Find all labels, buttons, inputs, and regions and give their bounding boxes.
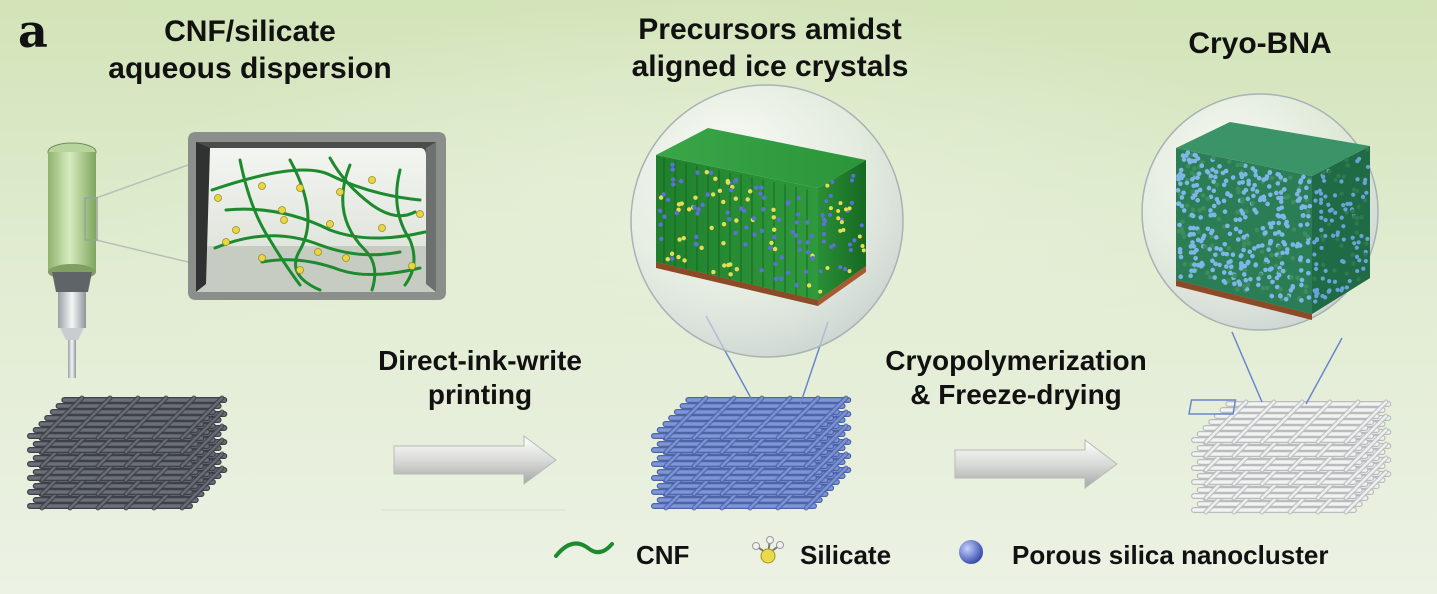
- blue-sphere-icon: [959, 540, 983, 564]
- step-arrow-cryo: [954, 439, 1118, 489]
- stage-title-product: Cryo-BNA: [1140, 26, 1380, 63]
- zoom-lines-bubble-2: [1188, 331, 1343, 415]
- stage-title-product-line1: Cryo-BNA: [1188, 27, 1332, 60]
- step-label-print-line2: printing: [427, 379, 533, 411]
- silicate-molecule-icon: [752, 536, 784, 564]
- cryo-bna-zoom-bubble: [1141, 93, 1379, 331]
- silicate-dots: [214, 176, 424, 274]
- stage-title-precursors-line2: aligned ice crystals: [631, 49, 909, 83]
- step-label-cryo: Cryopolymerization & Freeze-drying: [846, 344, 1186, 412]
- legend-silicate-label: Silicate: [800, 540, 892, 570]
- step-label-print-line1: Direct-ink-write: [378, 345, 582, 376]
- step-label-cryo-line2: & Freeze-drying: [910, 379, 1122, 411]
- precursor-zoom-bubble: [630, 84, 904, 358]
- green-fiber-icon: [554, 541, 614, 558]
- gray-printed-lattice: [27, 395, 228, 511]
- blue-printed-lattice: [651, 395, 852, 511]
- zoom-guide-lines: [84, 164, 189, 263]
- stage-title-dispersion: CNF/silicate aqueous dispersion: [60, 14, 440, 87]
- stage-title-precursors: Precursors amidst aligned ice crystals: [570, 12, 970, 85]
- step-label-print: Direct-ink-write printing: [340, 344, 620, 412]
- legend-silica-label: Porous silica nanocluster: [1012, 540, 1329, 570]
- legend-cnf-label: CNF: [636, 540, 690, 570]
- stage-title-dispersion-line2: aqueous dispersion: [108, 51, 392, 85]
- white-printed-lattice: [1191, 399, 1392, 515]
- stage-title-precursors-line1: Precursors amidst: [638, 13, 902, 46]
- panel-label: a: [18, 4, 48, 58]
- step-label-cryo-line1: Cryopolymerization: [885, 345, 1147, 376]
- stage-title-dispersion-line1: CNF/silicate: [164, 15, 336, 48]
- step-arrow-print: [393, 435, 557, 485]
- syringe-icon: [47, 142, 97, 378]
